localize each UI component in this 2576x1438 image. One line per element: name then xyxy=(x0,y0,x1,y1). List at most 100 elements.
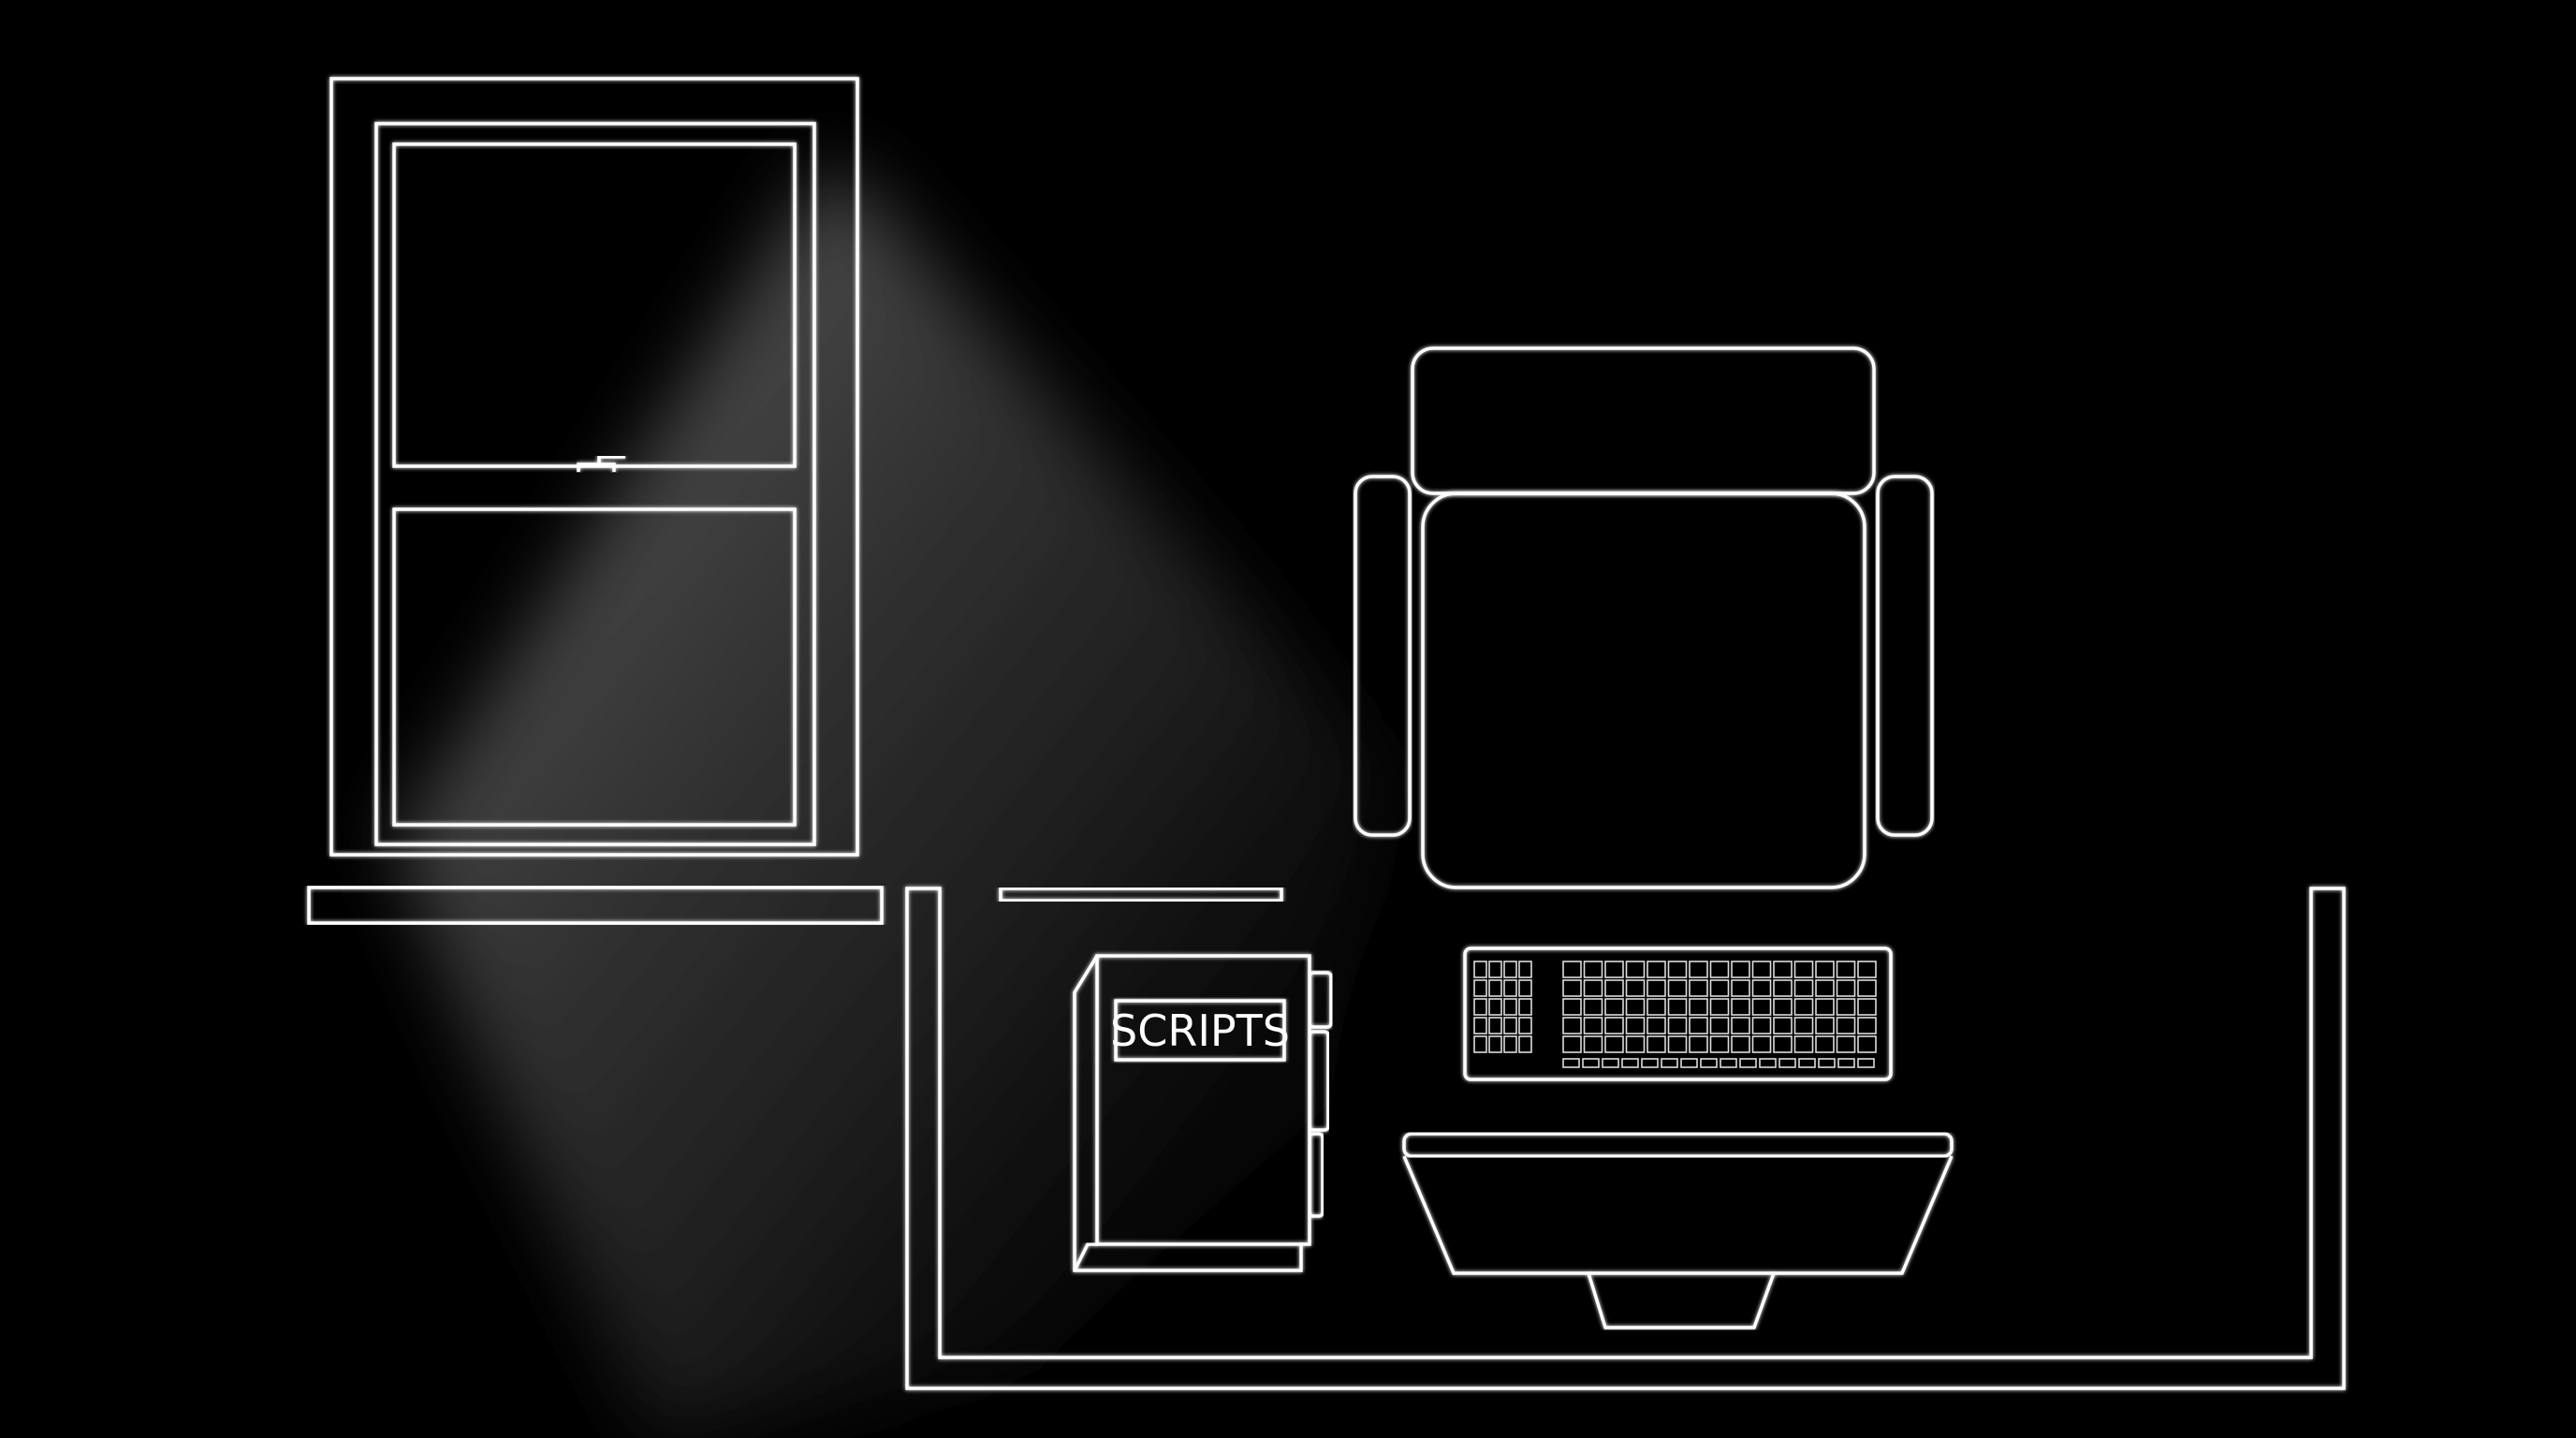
light-beam xyxy=(393,169,1385,1438)
keyboard-key xyxy=(1518,979,1532,997)
keyboard-key xyxy=(1625,961,1646,978)
keyboard-key xyxy=(1857,1058,1875,1068)
keyboard-key xyxy=(1625,1017,1646,1034)
keyboard-key xyxy=(1647,998,1666,1016)
keyboard-key xyxy=(1773,979,1793,997)
keyboard-key xyxy=(1793,1017,1814,1034)
keyboard-key xyxy=(1857,1035,1877,1053)
keyboard-key xyxy=(1836,998,1856,1016)
keyboard-key xyxy=(1837,1058,1855,1068)
keyboard-key xyxy=(1793,979,1814,997)
keyboard-key xyxy=(1815,1017,1835,1034)
keyboard-key xyxy=(1680,1058,1698,1068)
keyboard-key xyxy=(1503,979,1517,997)
keyboard-key xyxy=(1604,998,1624,1016)
keyboard-key xyxy=(1518,1017,1532,1034)
keyboard-key xyxy=(1815,961,1835,978)
keyboard-key xyxy=(1709,961,1730,978)
keyboard-key xyxy=(1604,1035,1624,1053)
keyboard-key xyxy=(1562,979,1582,997)
keyboard-key xyxy=(1518,961,1532,978)
keyboard-key xyxy=(1778,1058,1796,1068)
keyboard-key xyxy=(1689,961,1708,978)
keyboard-key xyxy=(1503,1017,1517,1034)
keyboard-key xyxy=(1709,998,1730,1016)
keyboard-key xyxy=(1751,979,1772,997)
keyboard-key xyxy=(1503,998,1517,1016)
keyboard-key xyxy=(1647,1017,1666,1034)
keyboard-key xyxy=(1731,998,1750,1016)
keyboard-key xyxy=(1857,979,1877,997)
keyboard-key xyxy=(1751,1035,1772,1053)
keyboard-keys xyxy=(1473,961,1877,1068)
window-icon xyxy=(307,77,884,925)
keyboard-key xyxy=(1857,998,1877,1016)
keyboard-key xyxy=(1488,1035,1502,1053)
keyboard-key xyxy=(1647,1035,1666,1053)
keyboard-key xyxy=(1709,979,1730,997)
window-sill xyxy=(307,886,884,925)
keyboard-key xyxy=(1641,1058,1659,1068)
keyboard-key xyxy=(1751,998,1772,1016)
keyboard-key xyxy=(1667,961,1688,978)
keyboard-key xyxy=(1473,961,1487,978)
keyboard-key xyxy=(1731,1035,1750,1053)
keyboard-key xyxy=(1473,998,1487,1016)
keyboard-key xyxy=(1604,979,1624,997)
keyboard-key xyxy=(1583,1017,1603,1034)
keyboard-key xyxy=(1731,1017,1750,1034)
keyboard-key xyxy=(1625,998,1646,1016)
keyboard-key xyxy=(1836,979,1856,997)
keyboard-key xyxy=(1773,998,1793,1016)
keyboard-key xyxy=(1582,1058,1600,1068)
keyboard-key xyxy=(1647,979,1666,997)
keyboard-key xyxy=(1562,1058,1580,1068)
window-latch-icon xyxy=(577,455,625,472)
chair-icon xyxy=(1354,346,1934,889)
keyboard-key xyxy=(1689,1035,1708,1053)
keyboard-key xyxy=(1661,1058,1678,1068)
keyboard-key xyxy=(1773,1035,1793,1053)
keyboard-key xyxy=(1488,998,1502,1016)
book-label-box xyxy=(1114,999,1286,1062)
keyboard-key xyxy=(1503,1035,1517,1053)
book-icon: SCRIPTS xyxy=(1073,954,1333,1272)
keyboard-key xyxy=(1621,1058,1639,1068)
keyboard-key xyxy=(1667,998,1688,1016)
keyboard-key xyxy=(1700,1058,1718,1068)
keyboard-key xyxy=(1773,1017,1793,1034)
keyboard-key xyxy=(1488,1017,1502,1034)
keyboard-key xyxy=(1798,1058,1816,1068)
keyboard-key xyxy=(1751,961,1772,978)
keyboard-key xyxy=(1689,998,1708,1016)
keyboard-key xyxy=(1503,961,1517,978)
keyboard-key xyxy=(1709,1035,1730,1053)
keyboard-key xyxy=(1518,998,1532,1016)
keyboard-key xyxy=(1583,961,1603,978)
keyboard-key xyxy=(1689,979,1708,997)
keyboard-key xyxy=(1836,1017,1856,1034)
keyboard-key xyxy=(1488,979,1502,997)
keyboard-key xyxy=(1562,1017,1582,1034)
keyboard-key xyxy=(1751,1017,1772,1034)
keyboard-key xyxy=(1731,961,1750,978)
keyboard-icon xyxy=(1463,946,1893,1081)
keyboard-key xyxy=(1473,1035,1487,1053)
keyboard-key xyxy=(1488,961,1502,978)
keyboard-key xyxy=(1562,998,1582,1016)
desk-icon xyxy=(905,887,2346,1390)
keyboard-key xyxy=(1731,979,1750,997)
keyboard-key xyxy=(1815,979,1835,997)
keyboard-key xyxy=(1562,1035,1582,1053)
keyboard-key xyxy=(1625,1035,1646,1053)
book-label: SCRIPTS xyxy=(1110,1005,1290,1056)
keyboard-key xyxy=(1518,1035,1532,1053)
keyboard-key xyxy=(1562,961,1582,978)
keyboard-key xyxy=(1625,979,1646,997)
keyboard-key xyxy=(1836,1035,1856,1053)
keyboard-key xyxy=(1720,1058,1737,1068)
keyboard-key xyxy=(1604,1017,1624,1034)
keyboard-key xyxy=(1604,961,1624,978)
keyboard-key xyxy=(1815,1035,1835,1053)
keyboard-key xyxy=(1647,961,1666,978)
